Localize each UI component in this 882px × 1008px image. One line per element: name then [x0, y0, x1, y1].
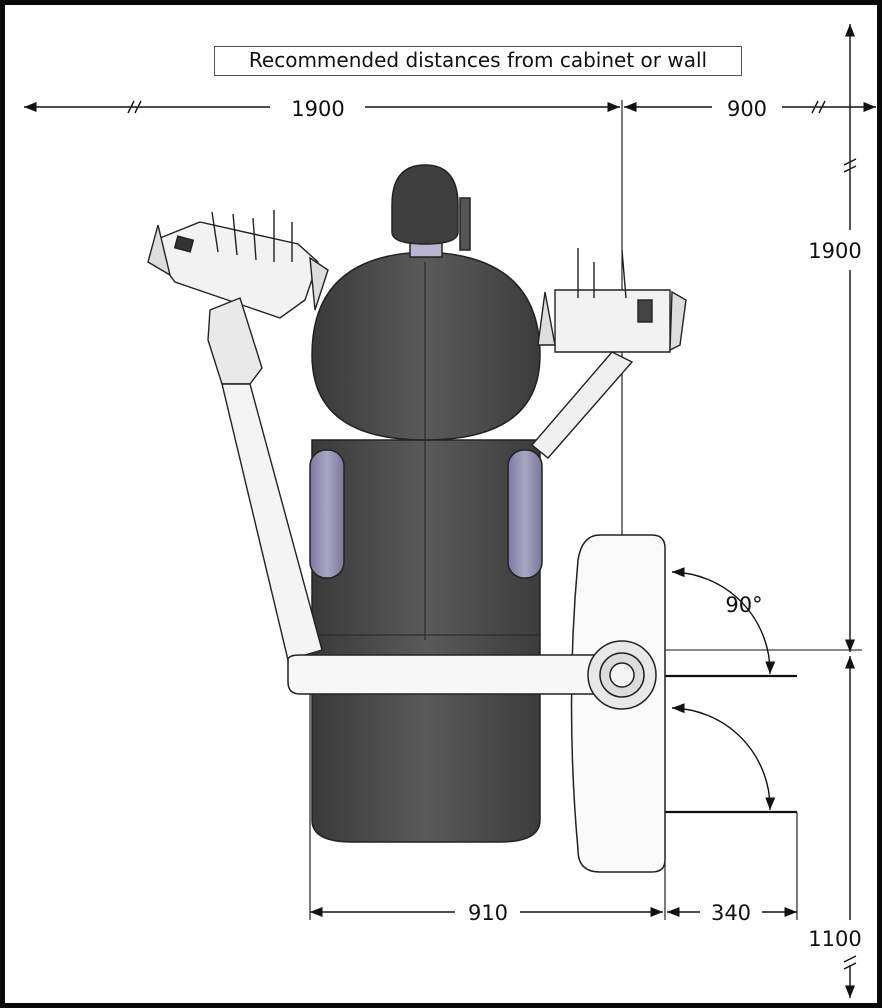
dental-chair-icon [309, 164, 543, 843]
dimension-right-lower: 1100 [808, 927, 861, 951]
instrument-tray-right-icon [530, 248, 687, 459]
spittoon-unit-icon [287, 534, 666, 873]
dimension-top-left: 1900 [291, 97, 344, 121]
rotation-reference-lines [665, 674, 797, 814]
diagram-title: Recommended distances from cabinet or wa… [214, 46, 742, 76]
dimension-right-upper: 1900 [808, 239, 861, 263]
dimension-angle: 90° [725, 593, 762, 617]
dimension-bottom-right: 340 [711, 901, 751, 925]
instrument-tray-left-icon [147, 210, 329, 661]
dimension-bottom-left: 910 [468, 901, 508, 925]
dimension-top-right: 900 [727, 97, 767, 121]
